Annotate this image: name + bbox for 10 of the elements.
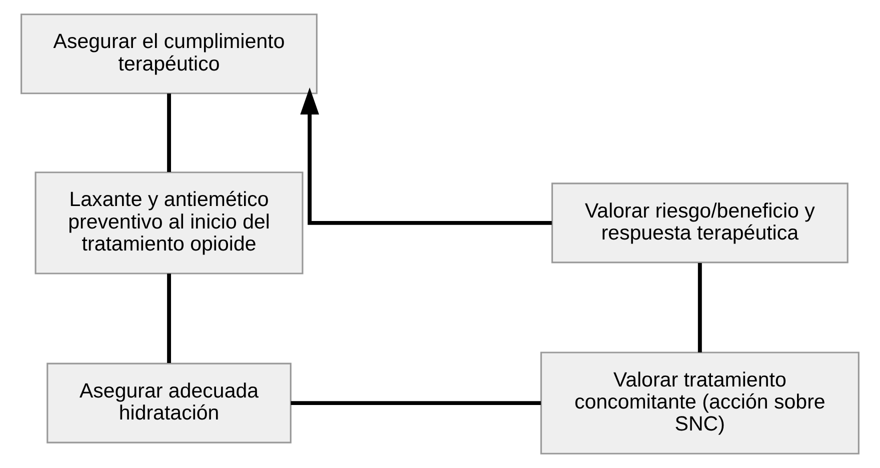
connector [290, 401, 541, 406]
connector [167, 94, 172, 172]
connector [698, 262, 702, 352]
node-box: Valorar tratamiento concomitante (acción sobre SNC) [540, 352, 860, 454]
connector [167, 274, 172, 364]
node-box: Laxante y antiemético preventivo al inicio del tratamiento opioide [34, 172, 304, 274]
arrow [300, 88, 552, 225]
node-box: Asegurar adecuada hidratación [46, 362, 292, 444]
node-box: Asegurar el cumplimiento terapéutico [20, 14, 318, 94]
node-box: Valorar riesgo/beneficio y respuesta terapéutica [551, 182, 848, 264]
